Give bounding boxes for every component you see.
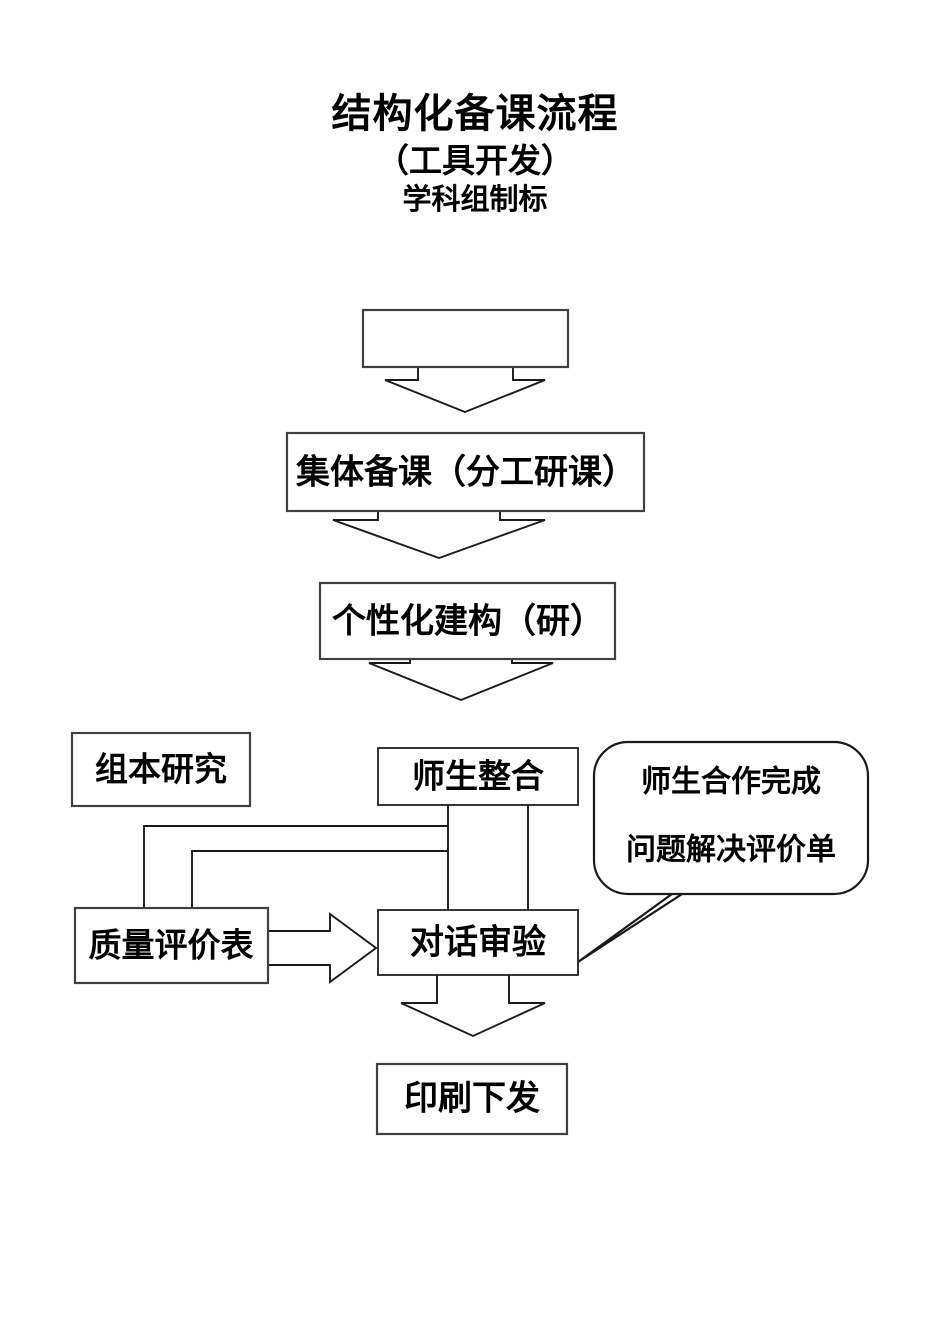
node-print-and-distribute-rect[interactable] [375, 1062, 569, 1136]
node-collective-lesson-prep[interactable]: 集体备课（分工研课） [285, 431, 646, 513]
node-empty-box-rect[interactable] [361, 308, 570, 369]
node-group-based-research-label: 组本研究 [95, 750, 227, 789]
title-line-1: 结构化备课流程 [331, 91, 619, 137]
node-callout-line-2: 问题解决评价单 [626, 833, 836, 868]
node-collective-lesson-prep-label: 集体备课（分工研课） [295, 453, 636, 493]
node-personalized-construction-rect[interactable] [318, 581, 617, 661]
node-teacher-student-integration[interactable]: 师生整合 [377, 747, 579, 806]
node-dialogue-verification-label: 对话审验 [410, 923, 546, 963]
node-quality-evaluation-form[interactable]: 质量评价表 [73, 906, 270, 985]
node-empty-box[interactable] [361, 308, 570, 369]
node-personalized-construction[interactable]: 个性化建构（研） [318, 581, 617, 661]
node-print-and-distribute-label: 印刷下发 [404, 1079, 540, 1119]
node-personalized-construction-label: 个性化建构（研） [332, 602, 604, 642]
node-print-and-distribute[interactable]: 印刷下发 [375, 1062, 569, 1136]
block-arrow-right-icon [262, 912, 378, 984]
node-dialogue-verification[interactable]: 对话审验 [377, 909, 579, 976]
title-line-3: 学科组制标 [402, 182, 548, 217]
node-callout-evaluation-sheet-rect[interactable] [592, 740, 870, 896]
node-group-based-research-rect[interactable] [70, 731, 252, 808]
node-group-based-research[interactable]: 组本研究 [70, 731, 252, 808]
node-callout-line-1: 师生合作完成 [641, 765, 821, 800]
node-dialogue-verification-rect[interactable] [377, 909, 579, 976]
node-quality-evaluation-form-label: 质量评价表 [89, 926, 254, 965]
edge-n7-n8 [262, 912, 378, 984]
node-collective-lesson-prep-rect[interactable] [285, 431, 646, 513]
page-title: 结构化备课流程 （工具开发） 学科组制标 [0, 91, 950, 217]
node-callout-evaluation-sheet[interactable]: 师生合作完成 问题解决评价单 [592, 740, 870, 896]
node-quality-evaluation-form-rect[interactable] [73, 906, 270, 985]
title-line-2: （工具开发） [376, 140, 574, 180]
node-teacher-student-integration-rect[interactable] [377, 747, 579, 806]
node-teacher-student-integration-label: 师生整合 [412, 757, 544, 796]
